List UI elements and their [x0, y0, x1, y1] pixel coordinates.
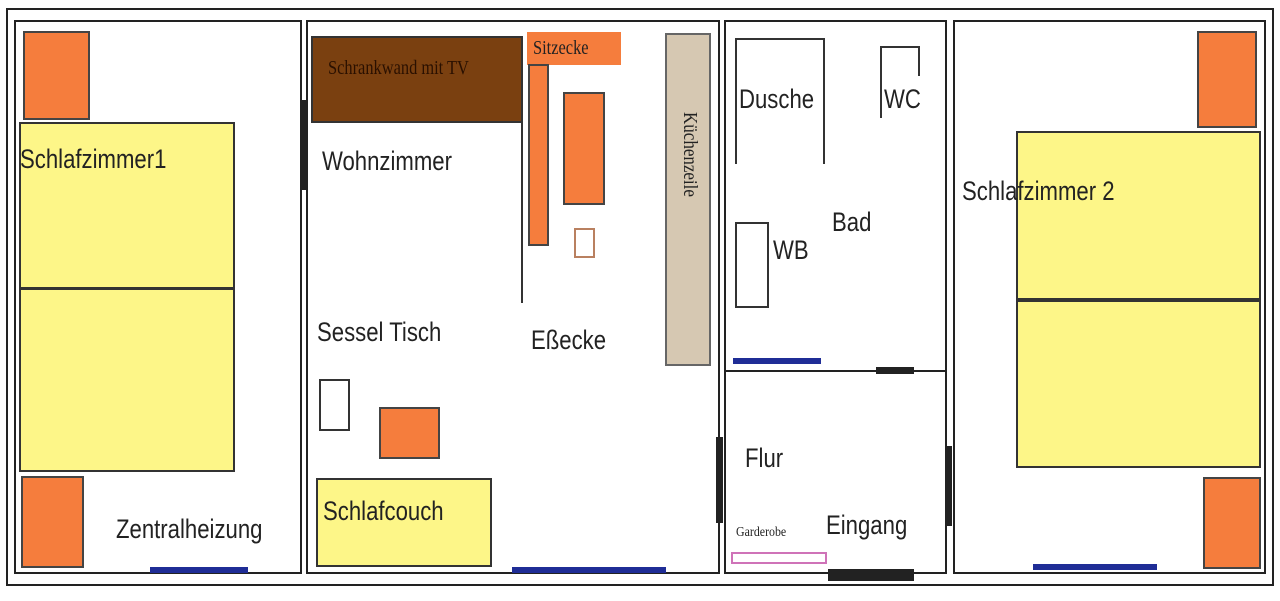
side-table	[379, 407, 440, 459]
room-bedroom2	[953, 20, 1266, 574]
label-hall: Flur	[745, 443, 784, 473]
nightstand-bottom-right	[1203, 477, 1261, 569]
door-hall-right	[945, 446, 952, 526]
outer-frame	[6, 8, 1274, 586]
door-living-left	[302, 100, 308, 190]
sofa-bed	[316, 478, 492, 567]
label-wardrobe: Garderobe	[736, 525, 787, 540]
window-bedroom1	[150, 567, 248, 573]
label-washbasin: WB	[773, 235, 809, 265]
label-tv-wall-unit: Schrankwand mit TV	[328, 57, 469, 79]
corner-seat-top	[527, 32, 621, 65]
label-bath: Bad	[832, 207, 872, 237]
window-bath	[733, 358, 821, 364]
room-living	[306, 20, 720, 574]
label-kitchen: Küchenzeile	[679, 112, 701, 197]
room-bath	[724, 20, 947, 372]
label-dining: Eßecke	[531, 325, 607, 355]
label-bedroom2: Schlafzimmer 2	[962, 176, 1115, 206]
washbasin	[735, 222, 769, 308]
window-bedroom2	[1033, 564, 1157, 570]
kitchen-counter	[665, 33, 711, 366]
door-hall-left	[716, 437, 723, 523]
wc-outline-right	[918, 46, 920, 76]
window-living	[512, 567, 666, 573]
coffee-table-living	[563, 92, 605, 205]
label-sofa-bed: Schlafcouch	[323, 496, 444, 526]
door-bath	[876, 367, 914, 374]
bed-divider-bedroom2	[1016, 298, 1261, 302]
label-living: Wohnzimmer	[322, 146, 453, 176]
label-central-heating: Zentralheizung	[116, 514, 263, 544]
armchair	[319, 379, 350, 431]
label-corner-seat: Sitzecke	[533, 37, 589, 59]
bed-divider-bedroom1	[19, 287, 235, 290]
label-entrance: Eingang	[826, 510, 908, 540]
stool-small	[574, 228, 595, 258]
wardrobe	[731, 552, 827, 564]
nightstand-top-left	[23, 31, 90, 120]
label-bedroom1: Schlafzimmer1	[20, 144, 167, 174]
label-armchair-table: Sessel Tisch	[317, 317, 442, 347]
partition-line	[521, 123, 523, 303]
entrance-door	[828, 569, 914, 581]
room-bedroom1	[14, 20, 302, 574]
tv-wall-unit	[311, 36, 523, 123]
wc-outline	[880, 46, 920, 118]
bed-bedroom1	[19, 122, 235, 472]
label-shower: Dusche	[739, 84, 815, 114]
nightstand-bottom-left	[21, 476, 84, 568]
label-wc: WC	[884, 84, 921, 114]
nightstand-top-right	[1197, 31, 1257, 128]
shower-outline	[735, 38, 825, 164]
corner-seat-side	[528, 64, 549, 246]
room-hall	[724, 372, 947, 574]
